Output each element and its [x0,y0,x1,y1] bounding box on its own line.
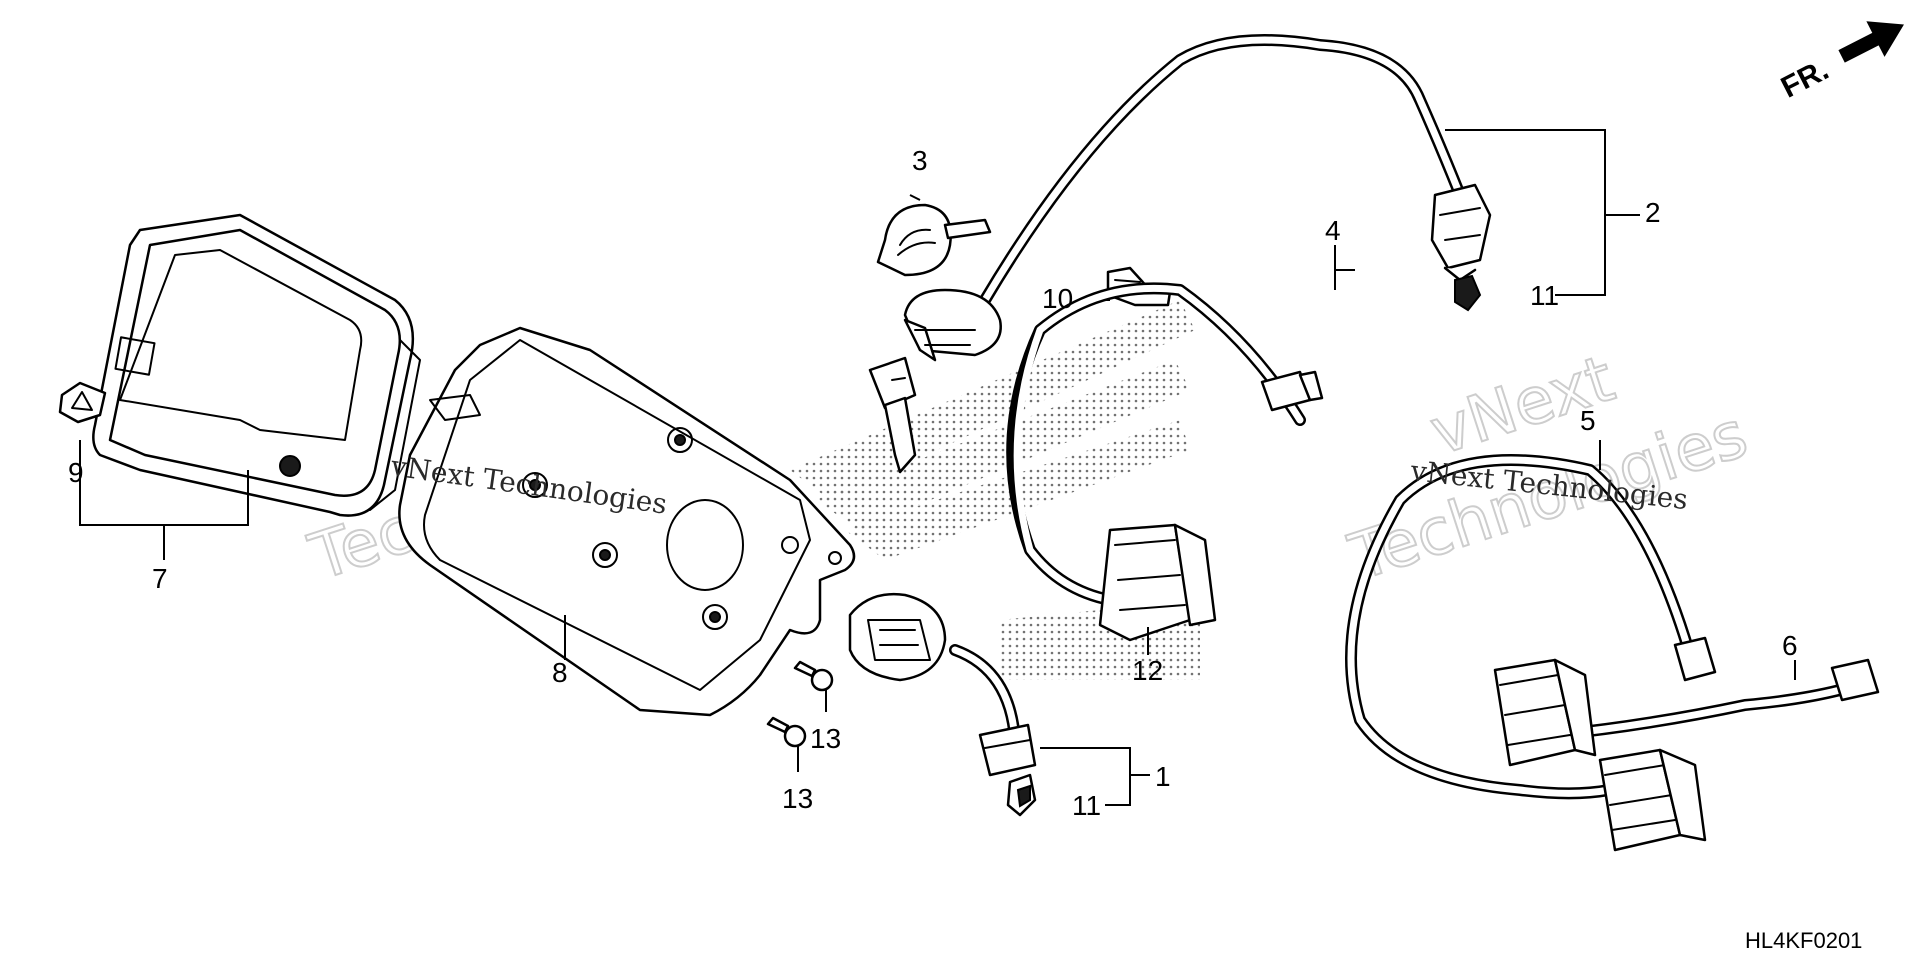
part-4-harness [1006,282,1324,642]
part-11-clip-lower [1006,773,1037,817]
part-8-meter-case [398,326,856,717]
part-7-meter [92,213,421,517]
callout-11-upper: 11 [1530,280,1559,311]
arrow-right-icon [1838,21,1904,63]
callout-6: 6 [1782,630,1798,661]
callout-12: 12 [1132,655,1163,686]
part-3-key-cap [876,203,992,277]
callout-13-upper: 13 [810,723,841,754]
callout-11-lower: 11 [1072,790,1101,821]
callout-4: 4 [1325,215,1341,246]
part-6-harness [1493,658,1880,767]
callout-7: 7 [152,563,168,594]
part-13-screw-upper [793,660,834,692]
callout-3: 3 [912,145,928,176]
part-11-clip-upper [1454,274,1482,312]
callout-1: 1 [1155,761,1171,792]
callout-5: 5 [1580,405,1596,436]
part-9-cap [58,381,107,424]
callout-9: 9 [68,457,84,488]
callout-2: 2 [1645,197,1661,228]
part-1-socket [848,593,1037,777]
part-5-harness [1345,454,1717,852]
part-2-ignition-switch [868,34,1492,474]
callout-10: 10 [1042,283,1073,314]
part-13-screw-lower [766,716,807,748]
callout-labels: 1 2 3 4 5 6 7 8 9 10 11 11 12 13 13 [68,145,1798,821]
callout-8: 8 [552,657,568,688]
leader-lines [79,129,1796,806]
diagram-code: HL4KF0201 [1745,928,1862,953]
callout-13-lower: 13 [782,783,813,814]
svg-text:FR.: FR. [1776,53,1834,104]
front-direction-indicator: FR. [1776,21,1904,105]
